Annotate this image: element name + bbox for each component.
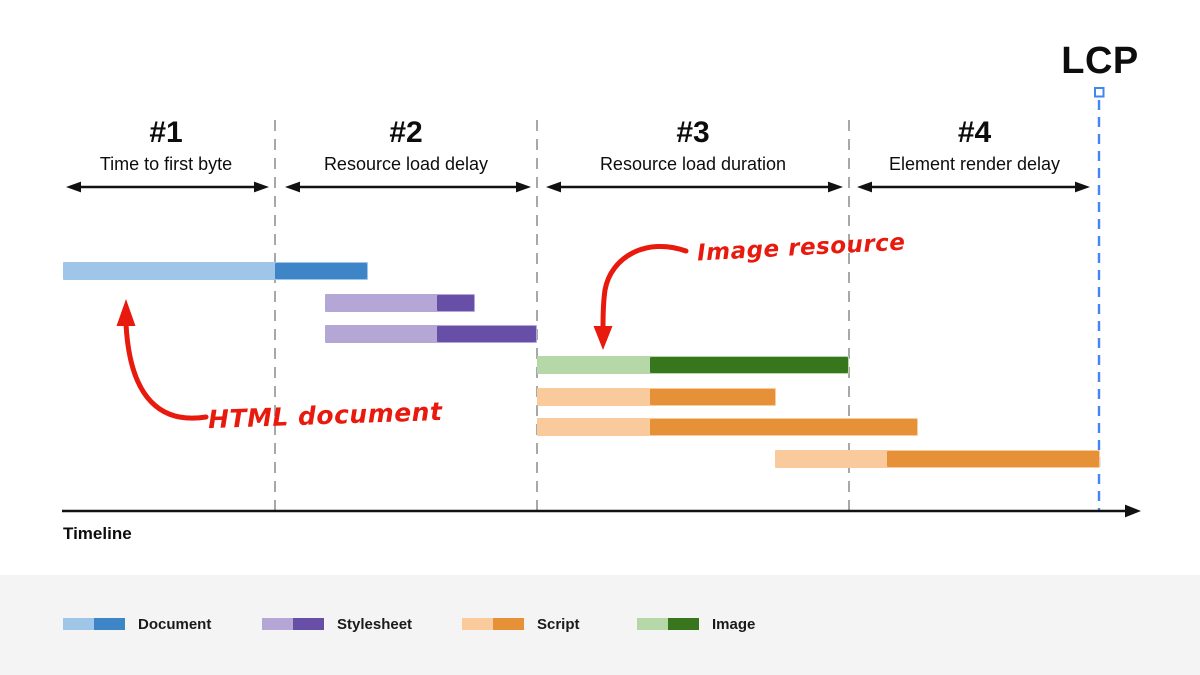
legend-label-image: Image xyxy=(712,615,756,633)
document-swatch-dark xyxy=(94,618,125,630)
timeline-axis-label: Timeline xyxy=(63,524,132,543)
gantt-bar-dark-segment xyxy=(650,357,848,373)
phase-3-label: Resource load duration xyxy=(599,154,787,174)
phase-1-extent-arrow xyxy=(66,181,269,193)
gantt-bar-script-5 xyxy=(537,388,776,406)
gantt-bar-stylesheet-2 xyxy=(325,294,475,312)
gantt-bar-dark-segment xyxy=(437,295,474,311)
gantt-bar-dark-segment xyxy=(887,451,1099,467)
legend-label-document: Document xyxy=(138,615,212,633)
legend-label-stylesheet: Stylesheet xyxy=(337,615,413,633)
gantt-bar-dark-segment xyxy=(275,263,367,279)
lcp-marker-square xyxy=(1094,87,1105,98)
phase-3-number: #3 xyxy=(676,116,710,149)
script-swatch xyxy=(462,618,524,630)
document-swatch-light xyxy=(63,618,94,630)
phase-4-label: Element render delay xyxy=(888,154,1061,174)
image-resource-arrow xyxy=(593,244,689,350)
stylesheet-swatch xyxy=(262,618,324,630)
gantt-bar-dark-segment xyxy=(437,326,536,342)
legend-strip: Document Stylesheet Script Image xyxy=(0,575,1200,675)
script-swatch-light xyxy=(462,618,493,630)
stylesheet-swatch-dark xyxy=(293,618,324,630)
legend-item-image: Image xyxy=(637,612,755,636)
gantt-bar-dark-segment xyxy=(650,389,775,405)
phase-1-label: Time to first byte xyxy=(99,154,233,174)
image-swatch-light xyxy=(637,618,668,630)
phase-4-extent-arrow xyxy=(857,181,1090,193)
gantt-bar-document-1 xyxy=(63,262,368,280)
phase-1-header: #1 Time to first byte xyxy=(63,116,269,175)
legend-item-document: Document xyxy=(63,612,211,636)
gantt-bar-stylesheet-3 xyxy=(325,325,537,343)
gantt-bar-script-7 xyxy=(775,450,1100,468)
phase-3-extent-arrow xyxy=(546,181,843,193)
phase-2-number: #2 xyxy=(389,116,423,149)
legend-label-script: Script xyxy=(537,615,580,633)
gantt-bar-dark-segment xyxy=(650,419,917,435)
image-swatch xyxy=(637,618,699,630)
html-document-arrow xyxy=(116,299,209,421)
stylesheet-swatch-light xyxy=(262,618,293,630)
phase-2-extent-arrow xyxy=(285,181,531,193)
legend-item-script: Script xyxy=(462,612,580,636)
phase-1-number: #1 xyxy=(149,116,183,149)
script-swatch-dark xyxy=(493,618,524,630)
legend-item-stylesheet: Stylesheet xyxy=(262,612,412,636)
gantt-bar-image-4 xyxy=(537,356,849,374)
document-swatch xyxy=(63,618,125,630)
gantt-bar-script-6 xyxy=(537,418,918,436)
phase-4-header: #4 Element render delay xyxy=(849,116,1100,175)
timeline-axis xyxy=(62,504,1141,518)
lcp-label: LCP xyxy=(1061,40,1139,82)
phase-2-header: #2 Resource load delay xyxy=(275,116,537,175)
phase-3-header: #3 Resource load duration xyxy=(537,116,849,175)
image-swatch-dark xyxy=(668,618,699,630)
phase-4-number: #4 xyxy=(957,116,992,149)
phase-2-label: Resource load delay xyxy=(323,154,489,174)
